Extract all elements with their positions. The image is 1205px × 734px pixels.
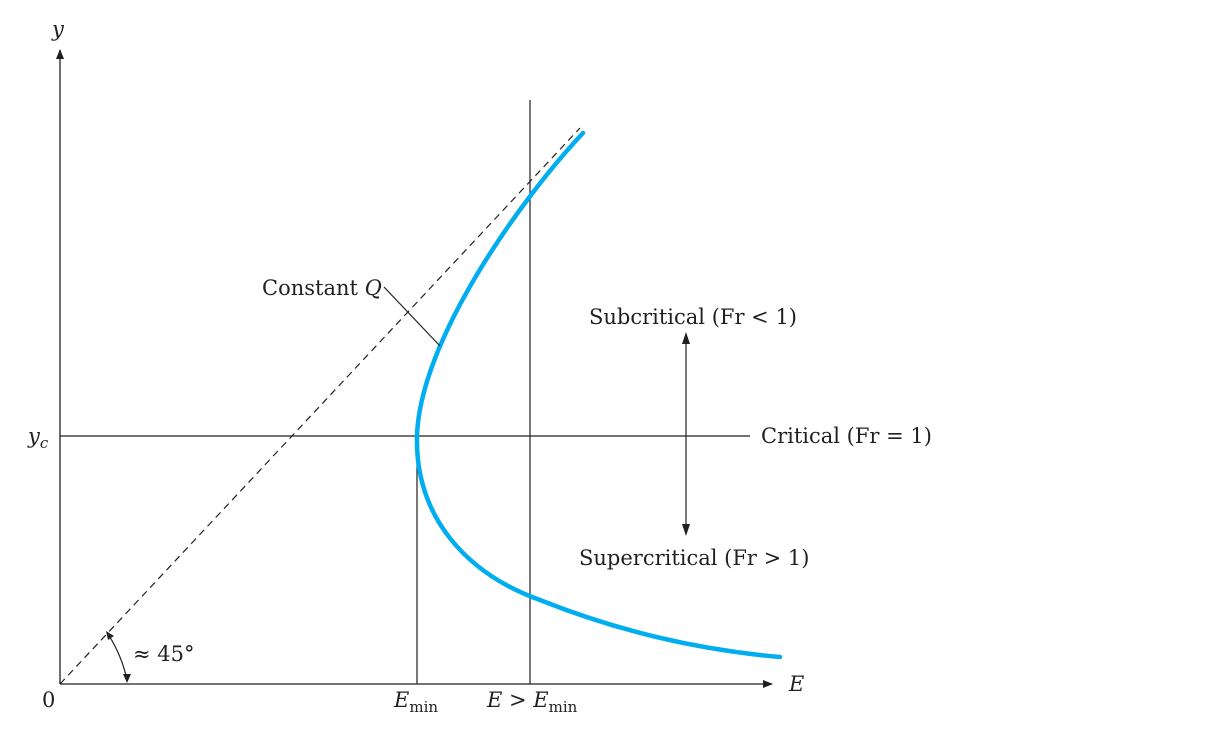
supercritical-label: Supercritical (Fr > 1): [579, 546, 809, 570]
regime-arrowhead-up: [682, 332, 690, 344]
constant-q-leader: [383, 286, 441, 347]
subcritical-label: Subcritical (Fr < 1): [589, 305, 797, 329]
angle-arc: [107, 633, 128, 681]
origin-label: 0: [42, 688, 55, 712]
yc-label: yc: [27, 424, 49, 452]
angle-label: ≈ 45°: [133, 642, 195, 666]
regime-arrowhead-down: [682, 524, 690, 536]
specific-energy-curve: [414, 130, 783, 660]
emin-label: Emin: [393, 688, 438, 716]
y-axis-label: y: [51, 17, 65, 41]
angle-arrowhead-bottom: [123, 674, 131, 683]
asymptote-dashed-line: [59, 127, 581, 685]
constant-q-label: Constant Q: [262, 276, 382, 300]
angle-arrowhead-top: [106, 631, 114, 640]
e-greater-label: E > Emin: [486, 688, 578, 716]
x-axis-label: E: [788, 672, 804, 696]
critical-label: Critical (Fr = 1): [761, 424, 932, 448]
